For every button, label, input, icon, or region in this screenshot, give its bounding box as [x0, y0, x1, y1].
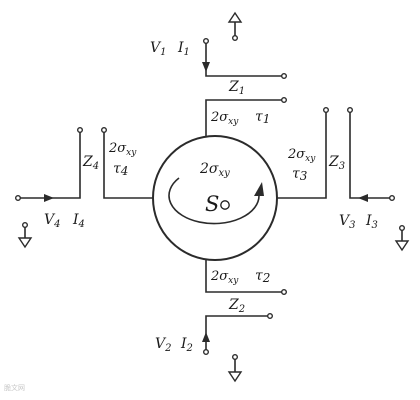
port-3-stub: [277, 112, 327, 199]
port-4-line: [20, 132, 81, 199]
port-1-sigma: 2σxy: [210, 110, 239, 127]
port-3-stub-terminal: [323, 106, 330, 113]
port-1-tau: τ1: [255, 109, 270, 126]
port-4-terminal: [14, 194, 21, 201]
port-4-sigma: 2σxy: [108, 141, 137, 158]
s-symbol: S: [205, 192, 219, 216]
port-1-ground-terminal: [231, 35, 238, 42]
port-3-tau: τ3: [292, 166, 308, 183]
port-1-line: [205, 43, 282, 77]
port-3-line: [349, 112, 390, 199]
port-4-line-terminal: [76, 126, 83, 133]
port-3-current: I3: [365, 213, 378, 231]
port-2-impedance: Z2: [228, 297, 245, 315]
port-2-line: [205, 315, 268, 350]
port-1-ground-icon: [227, 11, 243, 23]
port-3-impedance: Z3: [328, 154, 345, 172]
port-2-current-arrow: [202, 332, 210, 342]
port-4-stub: [103, 132, 153, 199]
watermark: 脆文网: [4, 384, 25, 392]
port-3-ground-terminal: [399, 224, 406, 231]
port-1-stub-terminal: [281, 96, 288, 103]
port-3-terminal: [389, 194, 396, 201]
port-4-current-arrow: [44, 194, 54, 202]
port-3-sigma: 2σxy: [287, 147, 316, 164]
port-1: V1 I1 Z1 2σxy τ1: [150, 11, 288, 136]
port-2-ground-icon: [227, 371, 243, 383]
port-1-voltage: V1: [150, 40, 167, 58]
port-4: Z4 2σxy τ4 V4 I4: [14, 126, 153, 249]
junction: 2σxy S: [152, 135, 278, 261]
circulation-arrowhead: [254, 182, 264, 196]
port-2-stub-terminal: [281, 289, 288, 296]
port-3-current-arrow: [358, 194, 368, 202]
port-4-voltage: V4: [44, 212, 61, 230]
port-3: 2σxy τ3 Z3 V3 I3: [277, 106, 410, 252]
port-4-ground-terminal: [22, 221, 29, 228]
circulation-arc: [168, 177, 260, 225]
port-4-ground-icon: [17, 237, 33, 249]
port-4-tau: τ4: [113, 161, 128, 178]
port-2-voltage: V2: [155, 336, 172, 354]
port-2-current: I2: [180, 336, 193, 354]
port-3-line-terminal: [347, 106, 354, 113]
port-1-current-arrow: [202, 62, 210, 72]
port-2-line-terminal: [267, 313, 274, 320]
port-1-line-terminal: [281, 72, 288, 79]
port-1-terminal: [202, 38, 209, 45]
port-4-impedance: Z4: [82, 154, 99, 172]
port-2-terminal: [202, 349, 209, 356]
s-rotation-icon: [220, 200, 230, 210]
port-1-current: I1: [177, 40, 190, 58]
center-label: 2σxy: [199, 161, 230, 179]
port-2-tau: τ2: [255, 268, 270, 285]
port-2-ground-terminal: [231, 354, 238, 361]
port-2-sigma: 2σxy: [210, 269, 239, 286]
port-2: 2σxy τ2 Z2 V2 I2: [155, 260, 288, 383]
port-4-current: I4: [72, 212, 85, 230]
port-2-stub: [205, 260, 282, 293]
port-1-impedance: Z1: [228, 79, 245, 97]
port-4-stub-terminal: [100, 126, 107, 133]
port-3-voltage: V3: [339, 213, 356, 231]
port-1-stub: [205, 99, 282, 136]
port-3-ground-icon: [394, 240, 410, 252]
